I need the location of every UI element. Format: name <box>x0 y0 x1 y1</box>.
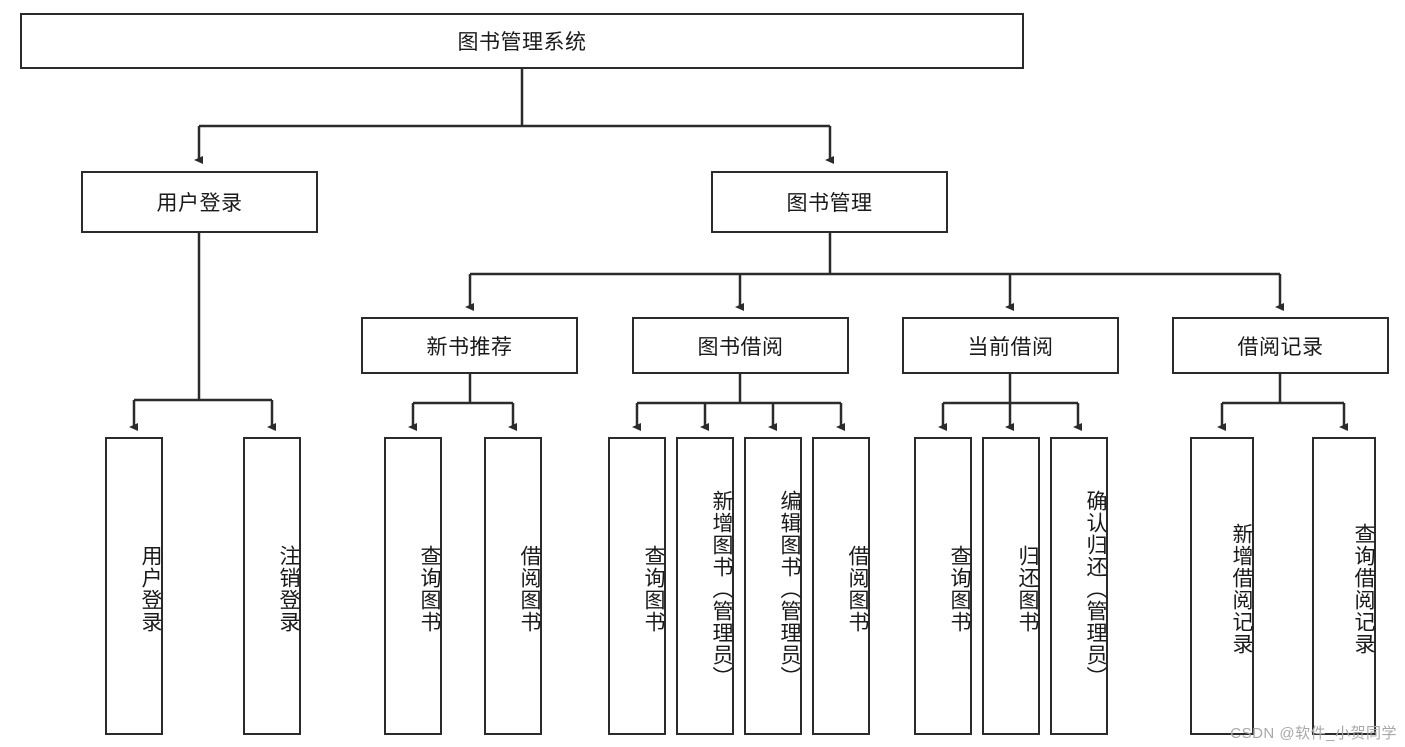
node-label: 新书推荐 <box>426 335 513 359</box>
leaf-user-logout[interactable]: 注销登录 <box>243 437 301 735</box>
node-label: 图书管理系统 <box>457 31 587 54</box>
leaf-recommend-query-book[interactable]: 查询图书 <box>384 437 442 735</box>
node-label: 新增图书（管理员） <box>710 490 733 688</box>
leaf-borrow-add-book-admin[interactable]: 新增图书（管理员） <box>676 437 734 735</box>
node-label: 图书管理 <box>786 192 873 215</box>
leaf-current-query-book[interactable]: 查询图书 <box>914 437 972 735</box>
node-label: 确认归还（管理员） <box>1084 490 1107 688</box>
node-label: 新增借阅记录 <box>1230 523 1253 655</box>
node-current-borrow[interactable]: 当前借阅 <box>902 317 1119 374</box>
leaf-user-login[interactable]: 用户登录 <box>105 437 163 735</box>
node-label: 用户登录 <box>156 192 243 215</box>
node-user-login[interactable]: 用户登录 <box>81 171 318 233</box>
node-label: 注销登录 <box>277 545 300 633</box>
node-label: 用户登录 <box>139 545 162 633</box>
node-label: 查询图书 <box>418 545 441 633</box>
node-label: 归还图书 <box>1016 545 1039 633</box>
node-label: 查询图书 <box>948 545 971 633</box>
node-borrow-record[interactable]: 借阅记录 <box>1172 317 1389 374</box>
leaf-record-add-record[interactable]: 新增借阅记录 <box>1190 437 1254 735</box>
leaf-current-confirm-return-admin[interactable]: 确认归还（管理员） <box>1050 437 1108 735</box>
leaf-borrow-edit-book-admin[interactable]: 编辑图书（管理员） <box>744 437 802 735</box>
leaf-record-query-record[interactable]: 查询借阅记录 <box>1312 437 1376 735</box>
node-label: 借阅图书 <box>846 545 869 633</box>
node-label: 借阅记录 <box>1237 335 1324 359</box>
csdn-watermark: CSDN @软件_小贺同学 <box>1230 725 1397 742</box>
node-label: 当前借阅 <box>967 335 1054 359</box>
leaf-current-return-book[interactable]: 归还图书 <box>982 437 1040 735</box>
node-label: 图书借阅 <box>697 335 784 359</box>
node-book-management[interactable]: 图书管理 <box>711 171 948 233</box>
node-new-book-recommend[interactable]: 新书推荐 <box>361 317 578 374</box>
node-label: 编辑图书（管理员） <box>778 490 801 688</box>
node-root-system[interactable]: 图书管理系统 <box>20 13 1024 69</box>
node-label: 查询图书 <box>642 545 665 633</box>
node-label: 查询借阅记录 <box>1352 523 1375 655</box>
leaf-borrow-query-book[interactable]: 查询图书 <box>608 437 666 735</box>
node-book-borrow[interactable]: 图书借阅 <box>632 317 849 374</box>
node-label: 借阅图书 <box>518 545 541 633</box>
leaf-recommend-borrow-book[interactable]: 借阅图书 <box>484 437 542 735</box>
leaf-borrow-borrow-book[interactable]: 借阅图书 <box>812 437 870 735</box>
